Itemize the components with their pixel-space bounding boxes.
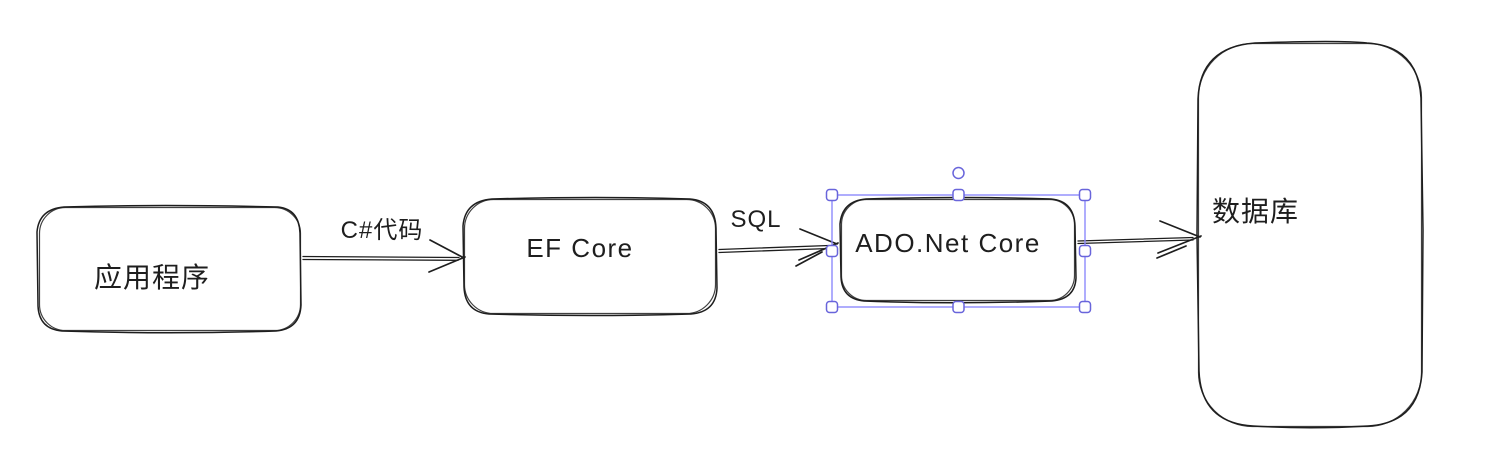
selection-handle-bottom-left[interactable] (825, 300, 839, 314)
node-adonet-label[interactable]: ADO.Net Core (855, 228, 1041, 258)
edge-label-sql[interactable]: SQL (730, 206, 782, 233)
edge-efcore-to-adonet[interactable] (718, 228, 839, 267)
selection-handle-bottom-center[interactable] (952, 300, 965, 314)
node-application-shape[interactable] (36, 204, 302, 334)
selection-handle-top-center[interactable] (952, 188, 965, 202)
edge-label-csharp-code[interactable]: C#代码 (340, 217, 424, 244)
rotation-handle[interactable] (952, 166, 965, 180)
selection-handle-bottom-right[interactable] (1078, 300, 1092, 314)
node-efcore-shape[interactable] (462, 196, 718, 317)
selection-handle-middle-right[interactable] (1078, 244, 1092, 258)
node-database-label[interactable]: 数据库 (1212, 196, 1300, 227)
selection-handle-middle-left[interactable] (825, 244, 839, 258)
edge-application-to-efcore[interactable] (302, 239, 466, 273)
selection-handle-top-left[interactable] (825, 188, 839, 202)
selection-handle-top-right[interactable] (1078, 188, 1092, 202)
node-efcore-label[interactable]: EF Core (526, 233, 634, 263)
node-application-label[interactable]: 应用程序 (93, 262, 211, 293)
selection-box (825, 166, 1092, 314)
node-database-shape[interactable] (1196, 40, 1424, 429)
edge-adonet-to-database[interactable] (1077, 220, 1202, 259)
